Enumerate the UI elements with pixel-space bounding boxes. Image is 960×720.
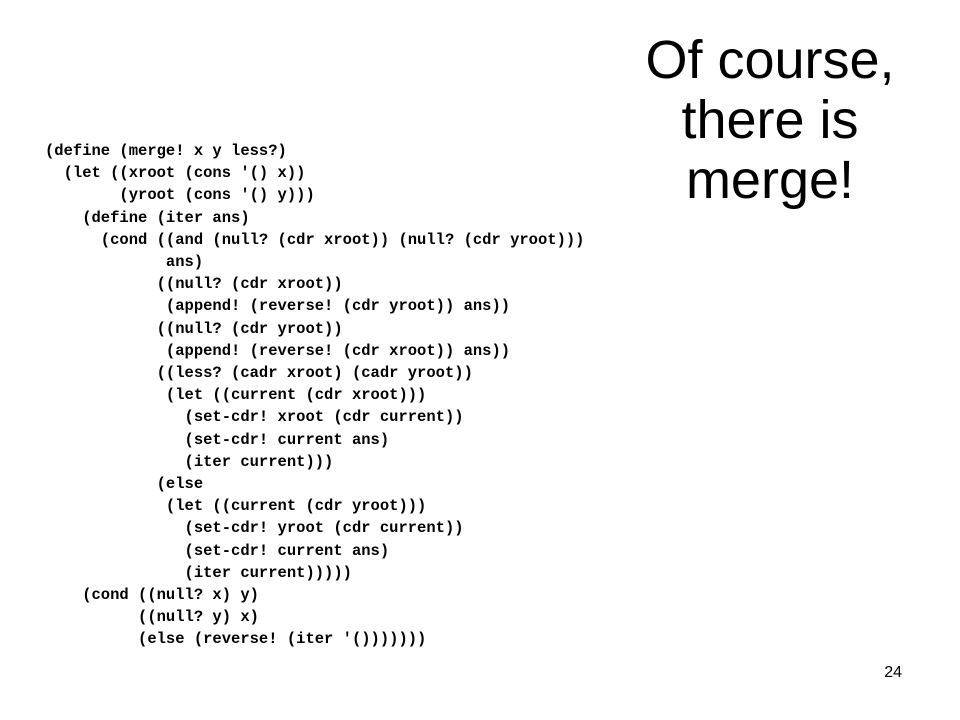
code-line: ((null? y) x) [45, 608, 259, 627]
code-line: (append! (reverse! (cdr yroot)) ans)) [45, 297, 511, 316]
title-line-3: merge! [685, 150, 855, 210]
code-line: ans) [45, 253, 204, 272]
code-line: (else [45, 475, 204, 494]
code-line: (let ((current (cdr yroot))) [45, 497, 427, 516]
slide-title: Of course, there is merge! [600, 30, 940, 210]
code-line: (append! (reverse! (cdr xroot)) ans)) [45, 341, 511, 360]
code-line: (let ((xroot (cons '() x)) [45, 164, 306, 183]
code-line: ((less? (cadr xroot) (cadr yroot)) [45, 364, 473, 383]
code-line: (iter current))) [45, 452, 334, 471]
code-line: (set-cdr! xroot (cdr current)) [45, 408, 464, 427]
title-line-1: Of course, [645, 30, 895, 90]
code-line: ((null? (cdr yroot)) [45, 319, 343, 338]
title-line-2: there is [681, 90, 859, 150]
code-line: (yroot (cons '() y))) [45, 186, 315, 205]
code-line: (cond ((and (null? (cdr xroot)) (null? (… [45, 230, 585, 249]
code-line: (let ((current (cdr xroot))) [45, 386, 427, 405]
code-line: (else (reverse! (iter '())))))) [45, 630, 427, 649]
code-line: (set-cdr! yroot (cdr current)) [45, 519, 464, 538]
code-line: (cond ((null? x) y) [45, 586, 259, 605]
code-line: (define (merge! x y less?) [45, 142, 287, 160]
code-line: (set-cdr! current ans) [45, 430, 390, 449]
code-line: (set-cdr! current ans) [45, 541, 390, 560]
code-line: (iter current))))) [45, 563, 352, 582]
code-line: (define (iter ans) [45, 208, 250, 227]
code-line: ((null? (cdr xroot)) [45, 275, 343, 294]
code-block: (define (merge! x y less?) (let ((xroot … [45, 140, 585, 651]
page-number: 24 [884, 664, 902, 681]
